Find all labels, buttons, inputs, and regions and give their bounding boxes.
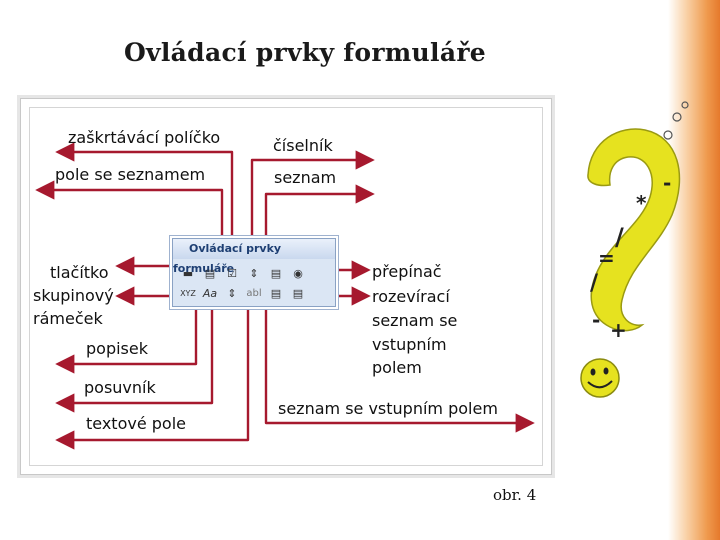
forms-toolbar: Ovládací prvky formuláře ▬ ▤ ☑ ⇕ ▤ ◉ XYZ…: [172, 238, 336, 307]
arrow-spinner: [250, 150, 375, 238]
symbol-slash-2: /: [590, 271, 599, 296]
label-button: tlačítko: [50, 263, 109, 282]
figure-caption: obr. 4: [493, 486, 537, 504]
label-label: popisek: [86, 339, 148, 358]
label-text-control-icon[interactable]: Aa: [202, 286, 218, 300]
question-mark-decoration: - * / = / - +: [580, 101, 689, 398]
label-dropdown-edit-3: vstupním: [372, 335, 447, 354]
option-button-control-icon[interactable]: ◉: [293, 266, 303, 280]
textbox-control-icon[interactable]: abl: [246, 287, 262, 299]
label-control-icon[interactable]: ▬: [182, 266, 194, 280]
list-box-control-icon[interactable]: ▤: [270, 266, 282, 280]
label-checkbox: zaškrtávácí políčko: [68, 128, 221, 147]
label-group-box: skupinový: [33, 286, 114, 305]
arrow-checkbox: [55, 142, 234, 238]
label-spinner: číselník: [273, 136, 333, 155]
arrow-combo-box: [35, 180, 224, 238]
scrollbar-control-icon[interactable]: ⇕: [227, 286, 237, 300]
symbol-plus: +: [610, 318, 627, 342]
smiley-face-icon: [580, 358, 620, 398]
orange-strip: [668, 0, 720, 540]
symbol-minus-2: -: [592, 308, 600, 332]
label-combo-box: pole se seznamem: [55, 165, 206, 184]
symbol-slash-1: /: [615, 223, 624, 251]
combo-list-edit-control-icon[interactable]: ▤: [270, 286, 282, 300]
toolbar-row-1: ▬ ▤ ☑ ⇕ ▤ ◉: [179, 264, 329, 282]
label-dropdown-edit-2: seznam se: [372, 311, 458, 330]
arrow-list-box: [264, 184, 375, 238]
group-box-control-icon[interactable]: XYZ: [180, 288, 196, 298]
checkbox-control-icon[interactable]: ☑: [227, 266, 237, 280]
arrow-label: [55, 305, 198, 374]
spinner-control-icon[interactable]: ⇕: [249, 266, 259, 280]
label-list-box: seznam: [274, 168, 337, 187]
symbol-equals: =: [598, 246, 615, 270]
arrow-list-edit: [264, 305, 535, 433]
label-scrollbar: posuvník: [84, 378, 156, 397]
toolbar-title: Ovládací prvky formuláře: [173, 239, 335, 275]
label-dropdown-edit: rozevírací: [372, 287, 450, 306]
symbol-minus-1: -: [663, 171, 671, 195]
combo-dropdown-edit-control-icon[interactable]: ▤: [292, 286, 304, 300]
arrow-text-field: [55, 305, 250, 450]
toolbar-row-2: XYZ Aa ⇕ abl ▤ ▤: [179, 284, 329, 302]
label-dropdown-edit-4: polem: [372, 358, 422, 377]
symbol-asterisk: *: [636, 191, 647, 215]
figure-inner-border: [29, 107, 543, 466]
label-list-edit: seznam se vstupním polem: [278, 399, 498, 418]
arrow-scrollbar: [55, 305, 214, 413]
slide-title: Ovládací prvky formuláře: [123, 38, 487, 67]
label-option-button: přepínač: [372, 262, 442, 281]
label-group-box-2: rámeček: [33, 309, 103, 328]
label-text-field: textové pole: [86, 414, 186, 433]
combo-box-control-icon[interactable]: ▤: [204, 266, 216, 280]
